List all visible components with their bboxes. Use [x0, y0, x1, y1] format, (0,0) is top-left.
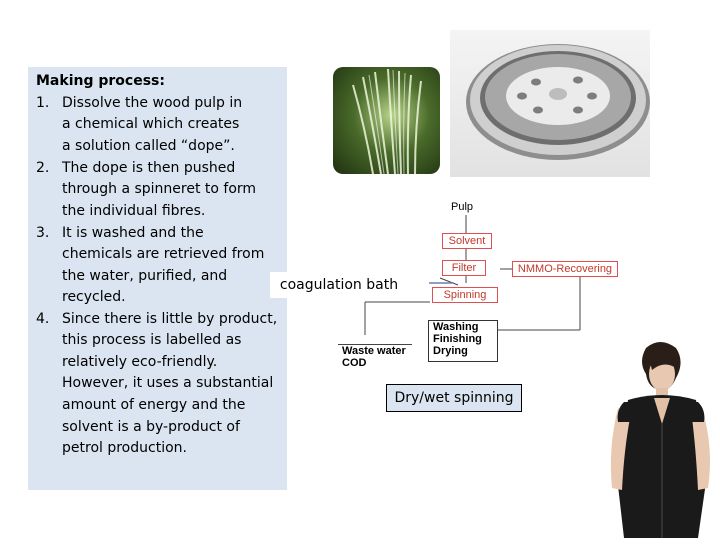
washing-box: Washing Finishing Drying — [428, 320, 498, 362]
step-text: Dissolve the wood pulp in a chemical whi… — [62, 94, 243, 154]
finishing-label: Finishing — [433, 333, 482, 345]
washing-label: Washing — [433, 321, 479, 333]
process-step: 2. The dope is then pushed through a spi… — [36, 158, 281, 223]
step-text: Since there is little by product, this p… — [62, 310, 278, 457]
nmmo-recovering-box: NMMO-Recovering — [512, 261, 618, 277]
model-photo — [598, 338, 720, 540]
solvent-box: Solvent — [442, 233, 492, 249]
process-text-panel: Making process: 1. Dissolve the wood pul… — [28, 67, 287, 490]
step-number: 4. — [36, 310, 50, 327]
spinning-box: Spinning — [432, 287, 498, 303]
process-step: 1. Dissolve the wood pulp in a chemical … — [36, 93, 281, 201]
step-number: 3. — [36, 224, 50, 241]
process-step: 4. Since there is little by product, thi… — [36, 309, 281, 460]
step-number: 2. — [36, 159, 50, 176]
drying-label: Drying — [433, 345, 468, 357]
pulp-label: Pulp — [451, 201, 474, 213]
step-text: It is washed and the chemicals are retri… — [62, 224, 265, 306]
spinneret-photo — [450, 30, 650, 177]
filter-box: Filter — [442, 260, 486, 276]
dry-wet-spinning-label: Dry/wet spinning — [386, 384, 522, 412]
fibre-strands-photo — [333, 67, 440, 174]
coagulation-bath-label: coagulation bath — [270, 272, 408, 298]
process-steps-list: 1. Dissolve the wood pulp in a chemical … — [36, 93, 281, 460]
step-text: The dope is then pushed through a spinne… — [62, 159, 257, 219]
cod-label: COD — [342, 357, 367, 369]
process-heading: Making process: — [36, 73, 165, 89]
waste-water-box: Waste water COD — [338, 344, 412, 372]
process-flow-diagram: Pulp Solvent Filter NMMO-Recovering Spin… — [330, 195, 630, 380]
step-number: 1. — [36, 94, 50, 111]
process-step: 3. It is washed and the chemicals are re… — [36, 223, 281, 309]
waste-water-label: Waste water — [342, 345, 406, 357]
